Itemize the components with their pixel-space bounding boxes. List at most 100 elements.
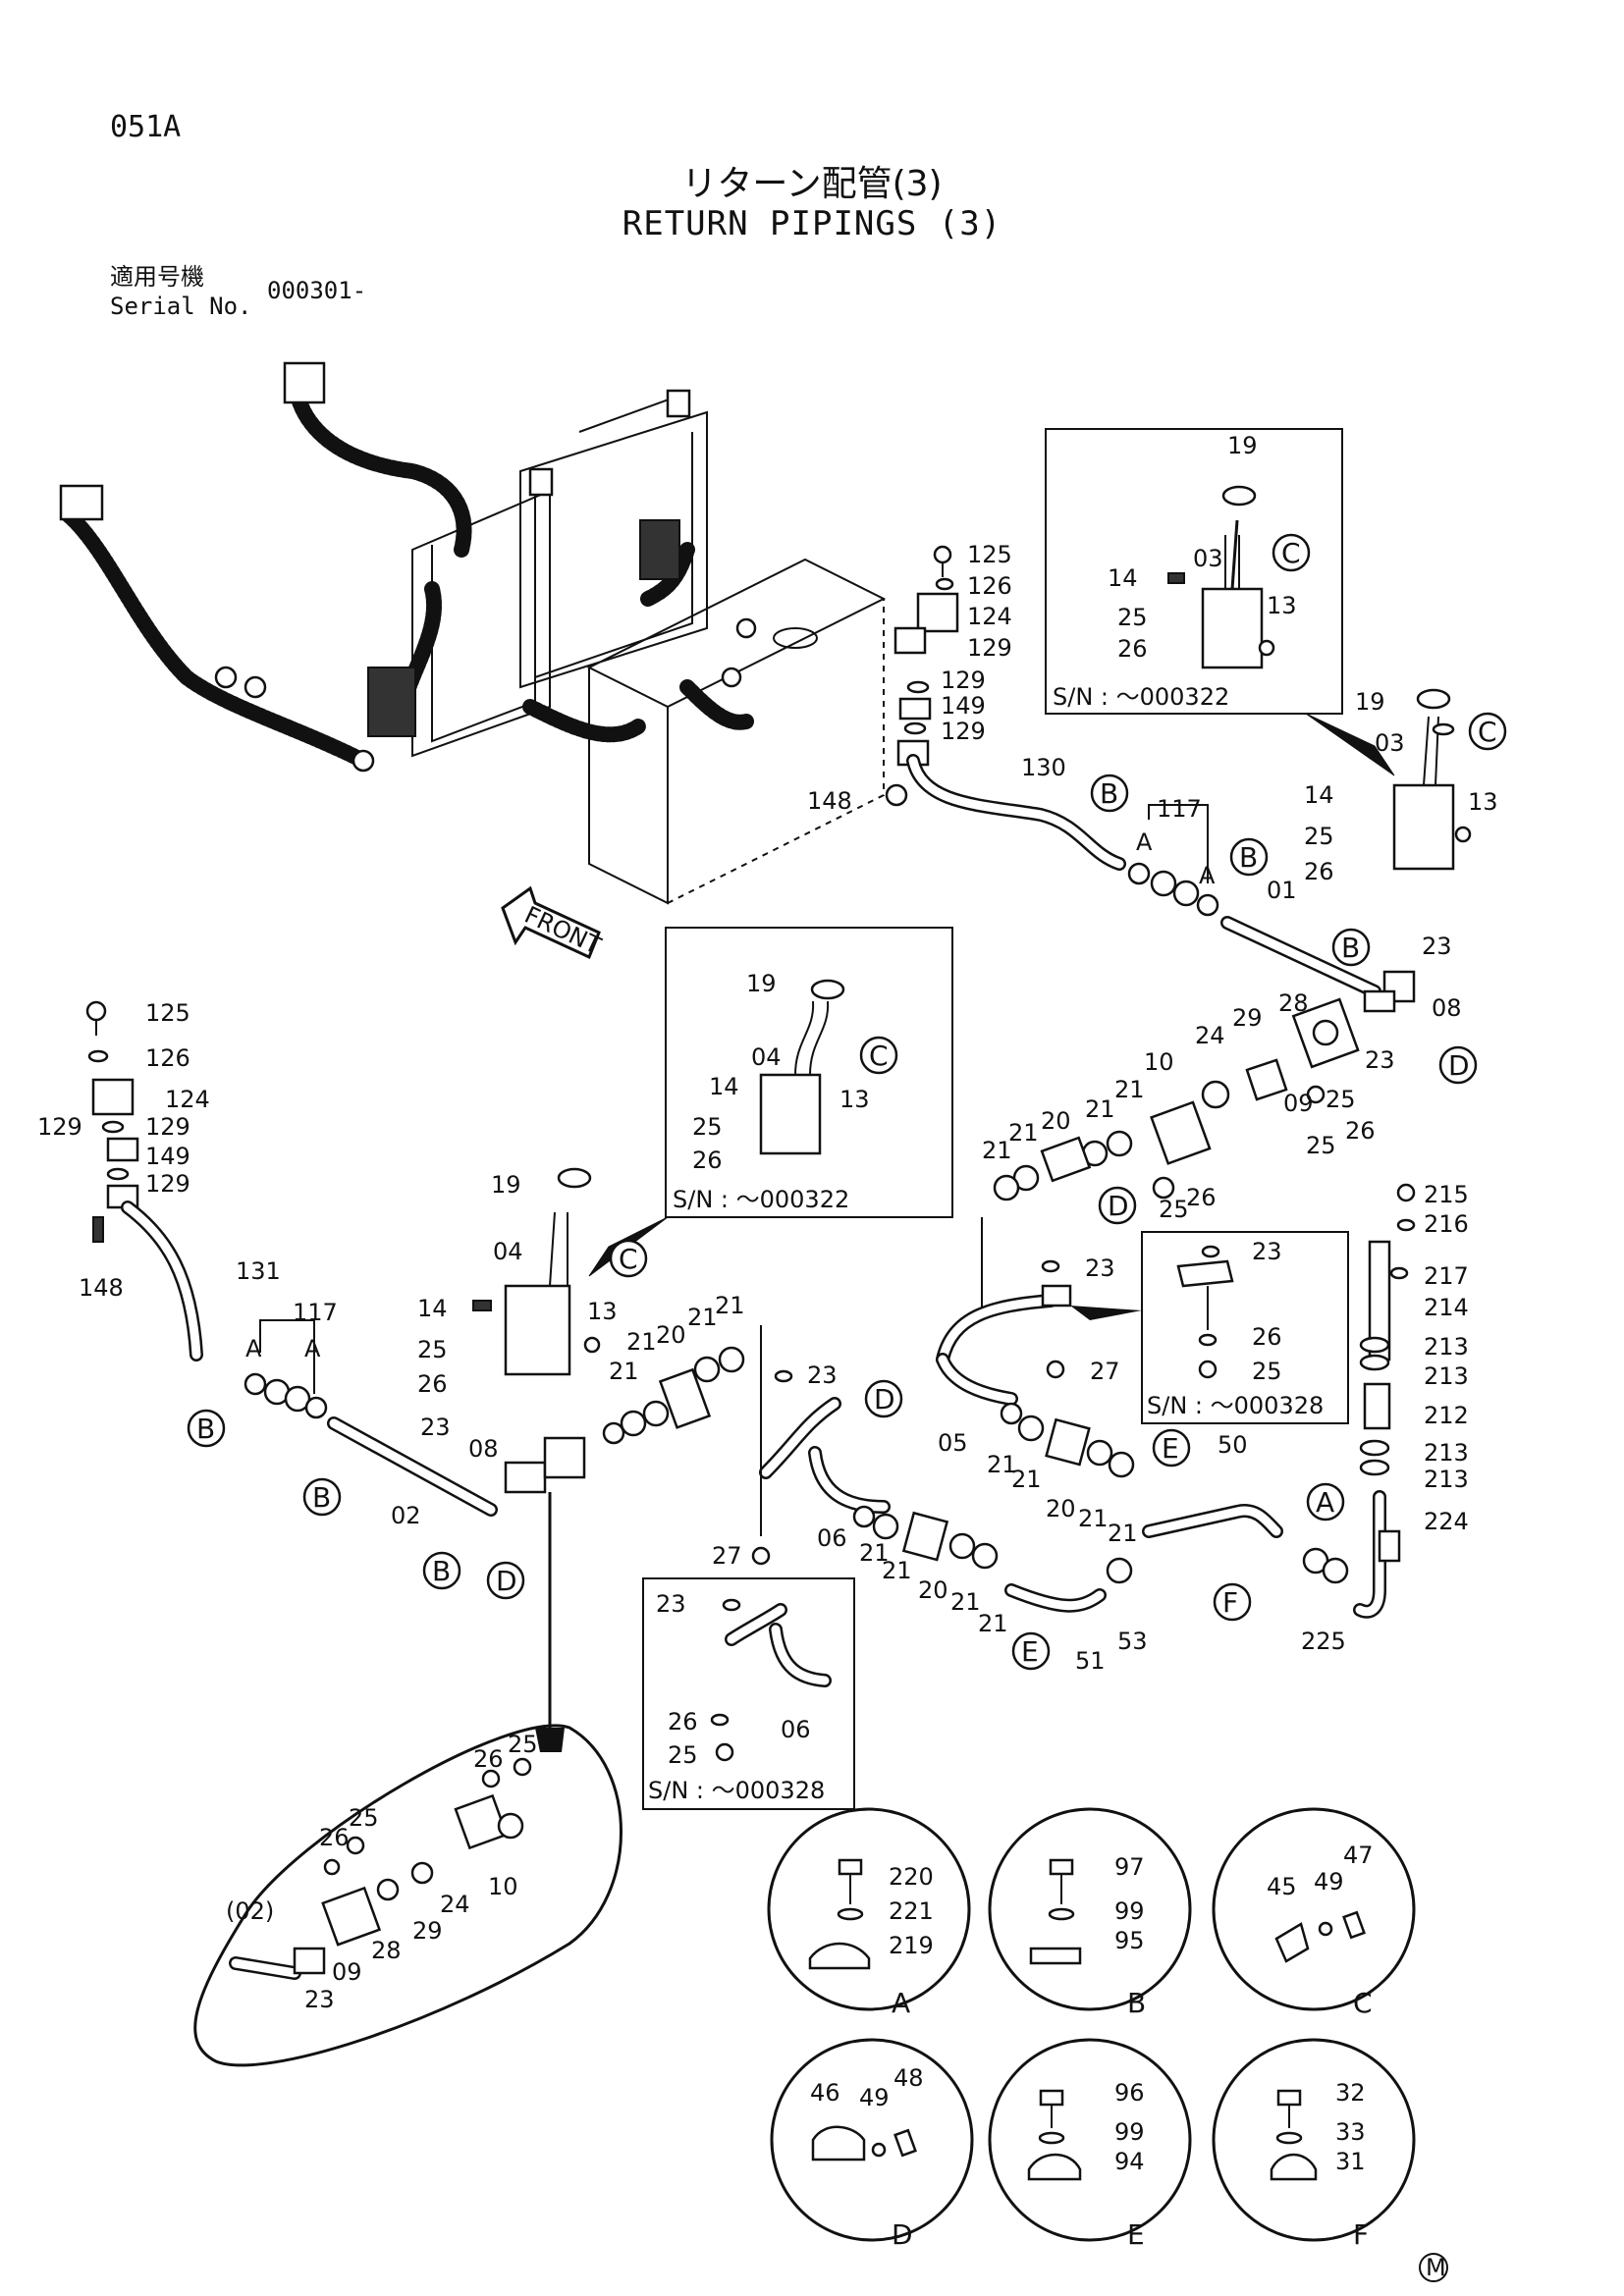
- label-20-d: 20: [1046, 1495, 1076, 1522]
- callout-e-1: E: [1162, 1432, 1179, 1465]
- label-14-c: 14: [709, 1073, 739, 1100]
- label-50: 50: [1218, 1431, 1248, 1459]
- label-25-c: 25: [692, 1113, 723, 1141]
- label-20-b: 20: [918, 1576, 948, 1604]
- sn-label-000322-b: S/N : ～000322: [673, 1186, 849, 1213]
- detail-circle-d: 46 49 48 D: [770, 2038, 974, 2251]
- label-08-b: 08: [468, 1435, 499, 1463]
- label-08: 08: [1432, 994, 1462, 1022]
- inset-02-label: (02): [226, 1897, 274, 1925]
- label-48: 48: [893, 2064, 924, 2092]
- label-21-e: 21: [859, 1539, 890, 1567]
- label-216: 216: [1424, 1210, 1469, 1238]
- detail-circle-a: 220 221 219 A: [767, 1807, 971, 2019]
- label-220: 220: [889, 1863, 934, 1891]
- callout-d-1: D: [1448, 1049, 1470, 1082]
- label-26: 26: [1117, 635, 1148, 663]
- label-04: 04: [751, 1043, 782, 1071]
- label-28-b: 28: [371, 1937, 402, 1964]
- label-212: 212: [1424, 1402, 1469, 1429]
- inset-box-right: 23 26 25 S/N : ～000328: [1070, 1231, 1349, 1424]
- inset-box-top-right: 19 03 14 25 26 13 C S/N : ～000322: [1045, 428, 1395, 776]
- label-25-j: 25: [349, 1804, 379, 1832]
- label-09: 09: [1283, 1090, 1314, 1117]
- label-19: 19: [1227, 432, 1258, 459]
- left-assembly: 125 126 124 129 129 149 129 148 131 B 11…: [37, 999, 525, 1600]
- label-24-b: 24: [440, 1891, 470, 1918]
- label-13-b: 13: [1468, 788, 1498, 816]
- label-26-c: 26: [692, 1147, 723, 1174]
- inset-box-bottom: 23 26 25 06 S/N : ～000328: [642, 1577, 855, 1810]
- callout-b-3: B: [1341, 932, 1360, 964]
- label-13: 13: [1267, 592, 1297, 619]
- label-224: 224: [1424, 1508, 1469, 1535]
- callout-c-3: C: [869, 1040, 889, 1072]
- front-label: FRONT: [520, 901, 605, 960]
- callout-d-4: D: [1108, 1190, 1129, 1222]
- label-219: 219: [889, 1932, 934, 1959]
- label-124-b: 124: [165, 1086, 210, 1113]
- front-arrow-icon: FRONT: [501, 885, 605, 960]
- central-block: 19 04 14 25 26 13 C 23 08: [417, 1167, 648, 1752]
- label-19-d: 19: [491, 1171, 521, 1199]
- label-126-b: 126: [145, 1044, 190, 1072]
- label-148: 148: [807, 787, 852, 815]
- label-117-b: 117: [293, 1299, 338, 1326]
- callout-b-4: B: [196, 1413, 215, 1445]
- far-right-assembly: 215 216 217 214 213 213 212 213 213 224 …: [1301, 1181, 1469, 1655]
- label-06-b: 06: [781, 1716, 811, 1743]
- sn-label-000328-a: S/N : ～000328: [1147, 1392, 1324, 1419]
- label-213-c: 213: [1424, 1439, 1469, 1467]
- label-05: 05: [938, 1429, 968, 1457]
- label-21-f: 21: [882, 1557, 912, 1584]
- label-95: 95: [1114, 1927, 1145, 1954]
- label-23-b: 23: [1365, 1046, 1395, 1074]
- serial-value: 000301-: [267, 277, 367, 304]
- label-23-d: 23: [807, 1362, 838, 1389]
- label-27-b: 27: [1090, 1358, 1120, 1385]
- callout-b-2: B: [1239, 841, 1258, 874]
- label-221: 221: [889, 1897, 934, 1925]
- label-21-c: 21: [687, 1304, 718, 1331]
- label-19-b: 19: [1355, 688, 1385, 716]
- label-129-a: 129: [967, 634, 1012, 662]
- label-21-d: 21: [715, 1292, 745, 1319]
- label-26-f: 26: [1186, 1184, 1217, 1211]
- label-10: 10: [1144, 1048, 1174, 1076]
- label-129-d: 129: [37, 1113, 82, 1141]
- label-29-b: 29: [412, 1917, 443, 1945]
- detail-label-c: C: [1353, 1987, 1373, 2019]
- label-21-l: 21: [982, 1137, 1012, 1164]
- label-a-4: A: [304, 1335, 321, 1362]
- callout-c: C: [1281, 537, 1301, 569]
- label-149: 149: [941, 692, 986, 720]
- right-middle-assembly: 28 29 24 10 09 25 26 25 21 21 20 21 21 2…: [981, 989, 1376, 1310]
- label-04-b: 04: [493, 1238, 523, 1265]
- label-21-n: 21: [1011, 1466, 1042, 1493]
- label-23-f: 23: [1085, 1255, 1115, 1282]
- serial-label-jp: 適用号機: [110, 263, 204, 291]
- label-130: 130: [1021, 754, 1066, 781]
- label-25: 25: [1117, 604, 1148, 631]
- label-14-b: 14: [1304, 781, 1334, 809]
- label-25-b: 25: [1304, 823, 1334, 850]
- maker-mark-letter: M: [1426, 2254, 1446, 2281]
- detail-label-f: F: [1353, 2218, 1369, 2251]
- label-14-d: 14: [417, 1295, 448, 1322]
- label-23-g: 23: [656, 1590, 686, 1618]
- label-a-3: A: [245, 1335, 262, 1362]
- label-03-b: 03: [1375, 729, 1405, 757]
- label-a-2: A: [1199, 862, 1216, 889]
- label-97: 97: [1114, 1853, 1145, 1881]
- label-225: 225: [1301, 1628, 1346, 1655]
- page-title-en: RETURN PIPINGS (3): [622, 204, 1002, 243]
- label-10-b: 10: [488, 1873, 518, 1900]
- label-129-f: 129: [145, 1170, 190, 1198]
- upper-middle-assembly: 125 126 124 129 129 149 129 148 130 B: [807, 541, 1129, 871]
- label-26-i: 26: [319, 1824, 350, 1851]
- label-46: 46: [810, 2079, 840, 2107]
- label-02: 02: [391, 1502, 421, 1529]
- label-21-o: 21: [1078, 1505, 1109, 1532]
- serial-label-en: Serial No.: [110, 293, 252, 320]
- callout-e-2: E: [1021, 1635, 1039, 1668]
